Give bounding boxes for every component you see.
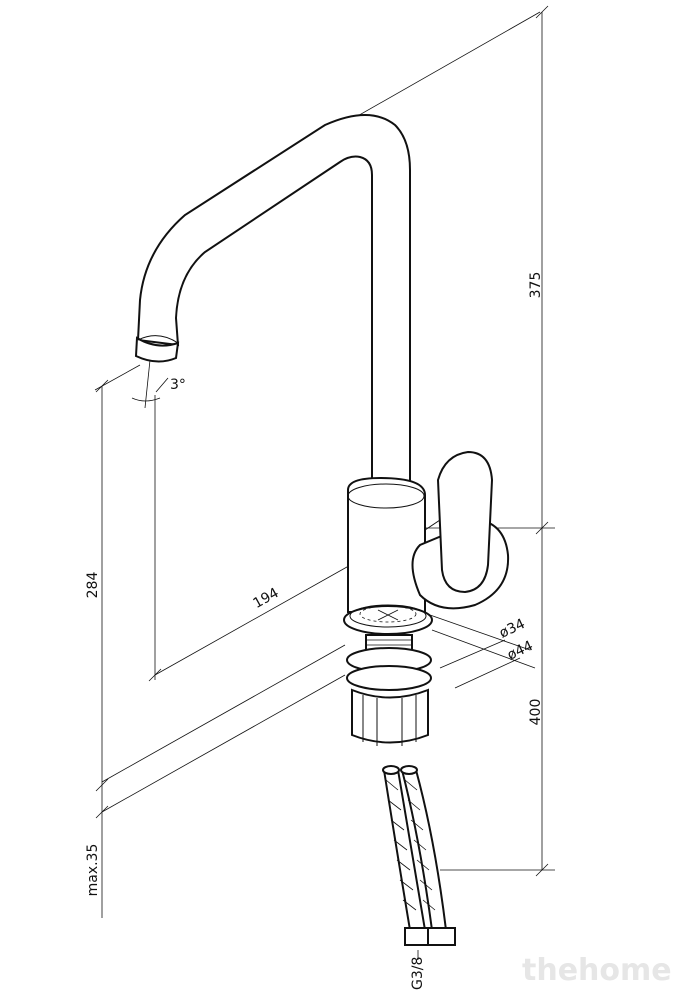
dim-label-d44: ø44 — [505, 638, 536, 664]
spout-tube — [136, 114, 411, 506]
fixing-nut — [351, 688, 429, 746]
dim-label-284: 284 — [85, 572, 101, 599]
angle-arc — [131, 397, 161, 402]
hose-left-braid — [385, 779, 417, 911]
hose-right-braid — [404, 779, 436, 911]
tick-284-top — [95, 379, 109, 393]
tick-max35-bottom — [95, 805, 109, 819]
body-top-ellipse — [347, 483, 425, 509]
spout-tip-top — [137, 335, 179, 344]
dim-line-34 — [439, 639, 506, 669]
extension-line-deck-bottom — [101, 674, 346, 813]
watermark-text: thehome — [522, 953, 672, 988]
tick-194-left — [148, 668, 162, 682]
dimension-284: 284 — [85, 364, 346, 792]
hose-left-top — [382, 765, 400, 775]
hose-left-fitting — [404, 927, 431, 946]
tick-400-bottom — [535, 863, 549, 877]
hose-right-fitting — [427, 927, 456, 946]
nut-body — [351, 688, 429, 744]
dimension-max35: max.35 — [85, 674, 346, 918]
hoses: G3/8 — [382, 765, 456, 990]
handle-lever — [436, 450, 494, 594]
dim-label-d34: ø34 — [497, 616, 528, 642]
base-ring — [343, 604, 433, 635]
base-outer — [343, 605, 433, 635]
spout-tip — [134, 336, 180, 363]
base-dashed — [359, 605, 417, 623]
extension-line-deck-top — [101, 644, 346, 783]
dim-label-connection: G3/8 — [410, 957, 426, 990]
body-cylinder — [347, 476, 426, 613]
faucet-body — [347, 476, 426, 613]
angle-line — [144, 359, 151, 409]
dimension-375: 375 — [297, 5, 555, 535]
angle-leader — [155, 377, 169, 393]
dim-label-194: 194 — [250, 585, 281, 612]
dim-line-44 — [454, 657, 521, 689]
washer-bottom — [346, 665, 432, 691]
dimension-400: 400 — [440, 528, 555, 877]
spout — [134, 114, 411, 506]
center-cross-b — [377, 609, 399, 621]
angle-3deg: 3° — [131, 359, 186, 409]
handle-joint — [424, 519, 441, 531]
dimension-diameters: ø34 ø44 — [429, 614, 536, 689]
handle — [411, 450, 510, 610]
ext-diam-34 — [429, 614, 531, 651]
dim-label-400: 400 — [528, 699, 544, 726]
dim-label-angle: 3° — [170, 377, 186, 393]
dim-label-max35: max.35 — [85, 844, 101, 897]
dim-label-375: 375 — [528, 272, 544, 299]
threaded-shank — [346, 634, 432, 691]
hose-right-top — [400, 765, 418, 775]
tick-375-top — [535, 5, 549, 19]
base-inner — [349, 604, 427, 628]
